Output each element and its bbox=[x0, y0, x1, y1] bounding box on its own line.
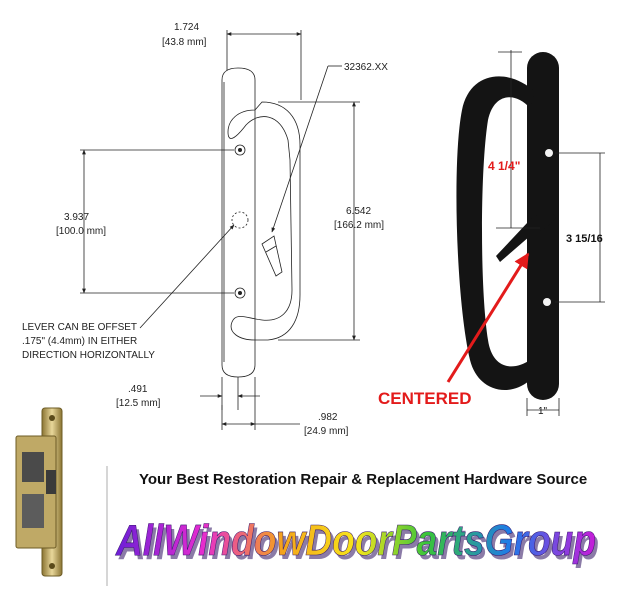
centered-label: CENTERED bbox=[378, 389, 472, 408]
part-number-label: 32362.XX bbox=[344, 62, 388, 73]
length-in-label: 6.542 bbox=[346, 206, 371, 217]
hole-spacing-mm-label: [100.0 mm] bbox=[56, 226, 106, 237]
photo-lower-screw bbox=[543, 298, 551, 306]
banner-tagline: Your Best Restoration Repair & Replaceme… bbox=[139, 471, 587, 488]
photo-width-label: 1" bbox=[538, 406, 548, 417]
technical-drawing: 1.724 [43.8 mm] 32362.XX bbox=[22, 22, 388, 437]
grip-length-label: 4 1/4" bbox=[488, 159, 520, 173]
width-dimension: 1.724 [43.8 mm] bbox=[162, 22, 302, 100]
width-mm-label: [43.8 mm] bbox=[162, 37, 207, 48]
lever-offset-note: LEVER CAN BE OFFSET .175" (4.4mm) IN EIT… bbox=[22, 224, 235, 361]
lever-outline bbox=[261, 235, 283, 277]
base-dimension: .982 [24.9 mm] bbox=[221, 377, 349, 437]
centered-arrow bbox=[446, 252, 530, 383]
lower-screw-hole bbox=[234, 287, 246, 299]
handle-outline bbox=[227, 101, 301, 341]
brand-logo: AllWindowDoorPartsGroup bbox=[115, 516, 596, 565]
photo-lever bbox=[496, 212, 556, 262]
base-in-label: .982 bbox=[318, 412, 338, 423]
depth-mm-label: [12.5 mm] bbox=[116, 398, 161, 409]
note-line-2: .175" (4.4mm) IN EITHER bbox=[22, 336, 137, 347]
mortise-lock-photo bbox=[15, 407, 63, 577]
base-mm-label: [24.9 mm] bbox=[304, 426, 349, 437]
backplate-outline bbox=[221, 67, 256, 378]
depth-in-label: .491 bbox=[128, 384, 148, 395]
photo-hole-spacing-label: 3 15/16 bbox=[566, 233, 603, 245]
handle-photo: 4 1/4" 3 15/16 1" CENTERED bbox=[378, 50, 605, 417]
hole-spacing-in-label: 3.937 bbox=[64, 212, 89, 223]
length-mm-label: [166.2 mm] bbox=[334, 220, 384, 231]
length-dimension: 6.542 [166.2 mm] bbox=[278, 101, 384, 341]
photo-upper-screw bbox=[545, 149, 553, 157]
note-line-3: DIRECTION HORIZONTALLY bbox=[22, 350, 155, 361]
brand-logo-shadow: AllWindowDoorPartsGroup bbox=[118, 520, 599, 569]
note-line-1: LEVER CAN BE OFFSET bbox=[22, 322, 137, 333]
lever-spindle-dashed bbox=[231, 211, 249, 229]
width-in-label: 1.724 bbox=[174, 22, 199, 33]
hole-spacing-dimension: 3.937 [100.0 mm] bbox=[56, 149, 234, 294]
depth-dimension: .491 [12.5 mm] bbox=[116, 377, 260, 410]
upper-screw-hole bbox=[234, 144, 246, 156]
photo-handle-loop bbox=[456, 76, 535, 391]
